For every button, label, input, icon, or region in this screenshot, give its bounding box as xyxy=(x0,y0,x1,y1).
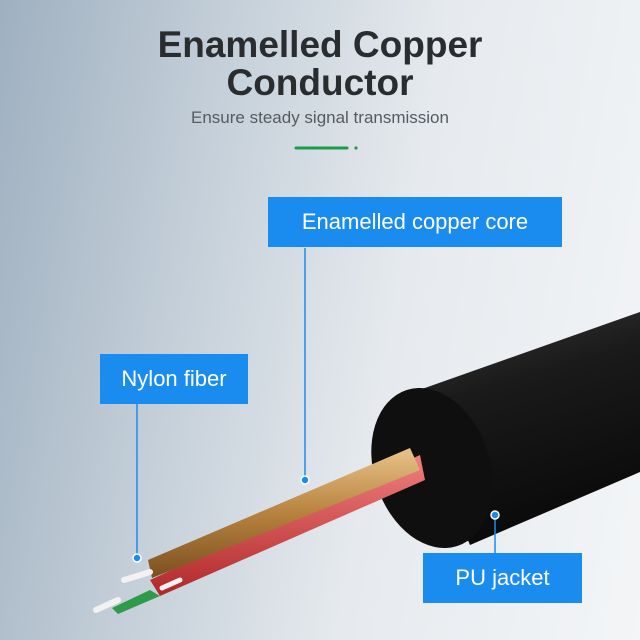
conductor-bundle xyxy=(93,448,425,614)
jacket-callout-dot xyxy=(490,510,500,520)
callout-nylon-fiber: Nylon fiber xyxy=(100,354,248,404)
page-subtitle: Ensure steady signal transmission xyxy=(191,108,449,127)
nylon-callout-dot xyxy=(132,553,142,563)
callout-pu-jacket: PU jacket xyxy=(423,553,582,603)
core-callout-dot xyxy=(300,475,310,485)
jacket-end-face xyxy=(371,387,493,549)
callout-enamelled-copper-core: Enamelled copper core xyxy=(268,197,562,247)
page-title-line1: Enamelled Copper xyxy=(157,24,483,65)
page-title-line2: Conductor xyxy=(226,62,414,103)
